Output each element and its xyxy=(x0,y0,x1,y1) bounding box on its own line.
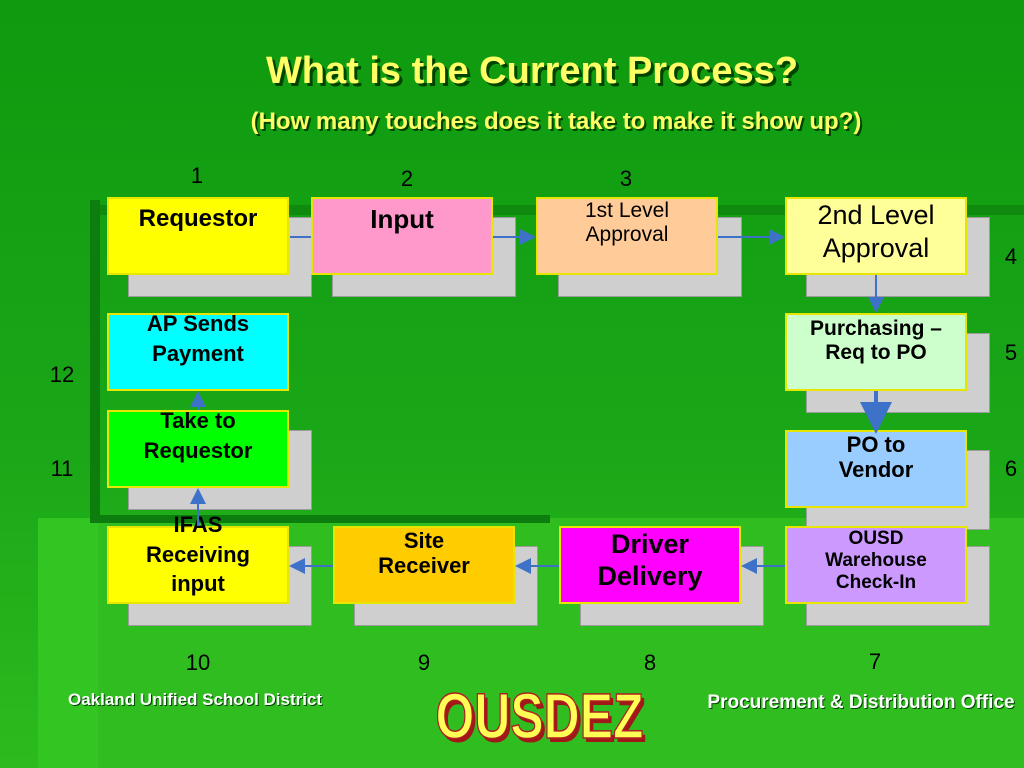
step-number-4: 4 xyxy=(1004,244,1018,269)
step-driver-delivery: Driver Delivery xyxy=(559,526,741,604)
step-ifas-label: IFAS Receiving input xyxy=(146,512,250,597)
footer-office-name: Procurement & Distribution Office xyxy=(707,692,1015,713)
step-ifas-receiving: IFAS Receiving input xyxy=(107,512,289,604)
step-input-label: Input xyxy=(370,204,434,234)
step-site-receiver: Site Receiver xyxy=(333,526,515,604)
step-ap-payment-label: AP Sends Payment xyxy=(146,311,250,366)
step-first-level-label: 1st Level Approval xyxy=(584,199,670,247)
step-take-to-requestor: Take to Requestor xyxy=(107,408,289,488)
ousdez-logo: OUSDEZ OUSDEZ xyxy=(435,680,647,748)
step-number-10: 10 xyxy=(185,650,211,675)
step-number-7: 7 xyxy=(868,649,882,674)
step-purchasing-label: Purchasing – Req to PO xyxy=(810,317,942,365)
footer-district-name: Oakland Unified School District xyxy=(68,690,323,709)
step-number-5: 5 xyxy=(1004,340,1018,365)
step-number-11: 11 xyxy=(50,456,74,481)
step-number-9: 9 xyxy=(417,650,431,675)
step-number-2: 2 xyxy=(400,166,414,191)
step-site-receiver-label: Site Receiver xyxy=(378,528,470,579)
step-number-12: 12 xyxy=(49,362,75,387)
step-po-to-vendor: PO to Vendor xyxy=(785,430,967,508)
ousdez-logo-text: OUSDEZ xyxy=(435,681,643,748)
step-warehouse-check-in: OUSD Warehouse Check-In xyxy=(785,526,967,604)
step-number-1: 1 xyxy=(190,163,204,188)
step-requestor: Requestor xyxy=(107,197,289,275)
step-number-6: 6 xyxy=(1004,456,1018,481)
step-take-requestor-label: Take to Requestor xyxy=(143,408,253,463)
step-driver-label: Driver Delivery xyxy=(597,529,703,592)
step-number-3: 3 xyxy=(619,166,633,191)
step-purchasing: Purchasing – Req to PO xyxy=(785,313,967,391)
step-requestor-label: Requestor xyxy=(138,205,258,232)
step-po-vendor-label: PO to Vendor xyxy=(838,432,914,483)
step-second-level-approval: 2nd Level Approval xyxy=(785,197,967,275)
ousdez-logo-shadow: OUSDEZ xyxy=(439,685,647,748)
slide-title: What is the Current Process? xyxy=(265,50,799,92)
slide-subtitle: (How many touches does it take to make i… xyxy=(250,108,862,135)
step-warehouse-label: OUSD Warehouse Check-In xyxy=(825,528,927,593)
step-first-level-approval: 1st Level Approval xyxy=(536,197,718,275)
step-number-8: 8 xyxy=(643,650,657,675)
step-input: Input xyxy=(311,197,493,275)
step-second-level-label: 2nd Level Approval xyxy=(817,200,935,263)
step-ap-sends-payment: AP Sends Payment xyxy=(107,311,289,391)
